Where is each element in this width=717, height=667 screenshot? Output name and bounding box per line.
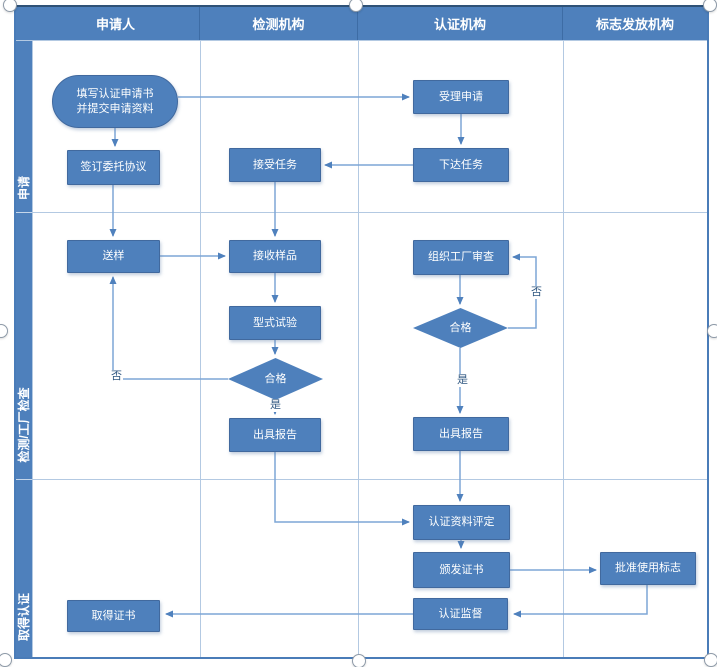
lane-header-certification-agency[interactable]: 认证机构 <box>358 7 563 40</box>
node-issue-certificate[interactable]: 颁发证书 <box>413 552 510 588</box>
node-factory-review[interactable]: 组织工厂审查 <box>413 240 509 275</box>
phase-lane-obtain-certification[interactable] <box>16 479 32 657</box>
lane-header-label: 检测机构 <box>252 17 305 32</box>
node-fill-application[interactable]: 填写认证申请书 并提交申请资料 <box>52 75 178 128</box>
selection-handle-top-mid[interactable] <box>349 0 363 12</box>
edge-label-yes-test: 是 <box>269 399 282 412</box>
node-accept-application[interactable]: 受理申请 <box>413 80 509 114</box>
lane-header-label: 申请人 <box>95 17 135 32</box>
grid-line-phase-1 <box>32 212 707 213</box>
lane-header-testing-agency[interactable]: 检测机构 <box>200 7 358 40</box>
grid-line-header-bottom <box>16 40 707 41</box>
grid-line-col-1 <box>200 40 201 657</box>
node-obtain-certificate[interactable]: 取得证书 <box>67 600 160 632</box>
grid-line-col-2 <box>358 40 359 657</box>
node-approve-mark-use[interactable]: 批准使用标志 <box>600 552 696 585</box>
lane-header-applicant[interactable]: 申请人 <box>32 7 200 40</box>
node-sign-agreement[interactable]: 签订委托协议 <box>67 150 160 185</box>
edge-label-no-review: 否 <box>530 286 543 299</box>
grid-line-phase-2 <box>32 479 707 480</box>
node-data-assessment[interactable]: 认证资料评定 <box>413 505 510 540</box>
grid-line-col-3 <box>563 40 564 657</box>
node-receive-sample[interactable]: 接收样品 <box>229 240 321 273</box>
edge-label-no-test: 否 <box>110 370 123 383</box>
node-accept-task[interactable]: 接受任务 <box>229 148 321 182</box>
node-assign-task[interactable]: 下达任务 <box>413 148 509 182</box>
node-type-test[interactable]: 型式试验 <box>229 306 321 340</box>
node-send-sample[interactable]: 送样 <box>67 240 160 273</box>
swimlane-corner-cell <box>16 7 32 40</box>
edge-label-yes-review: 是 <box>456 374 469 387</box>
selection-handle-mid-right[interactable] <box>707 324 717 338</box>
edge-test-pass-no-to-send-sample <box>109 276 228 380</box>
lane-header-label: 标志发放机构 <box>595 17 674 32</box>
edge-approve-mark-to-supervision <box>513 585 648 618</box>
phase-lane-testing-factory-inspection[interactable] <box>16 212 32 479</box>
grid-line-sidebar <box>32 40 33 657</box>
selection-handle-bottom-right[interactable] <box>704 653 717 667</box>
node-issue-report-cert[interactable]: 出具报告 <box>413 417 509 451</box>
lane-header-mark-issuing-agency[interactable]: 标志发放机构 <box>563 7 707 40</box>
phase-lane-application[interactable] <box>16 40 32 212</box>
selection-handle-top-left[interactable] <box>3 0 17 12</box>
selection-handle-bottom-mid[interactable] <box>352 654 366 667</box>
node-cert-supervision[interactable]: 认证监督 <box>413 598 508 630</box>
edge-test-report-to-data-assessment <box>274 452 410 526</box>
lane-header-label: 认证机构 <box>433 17 486 32</box>
node-issue-report-testing[interactable]: 出具报告 <box>229 418 321 452</box>
